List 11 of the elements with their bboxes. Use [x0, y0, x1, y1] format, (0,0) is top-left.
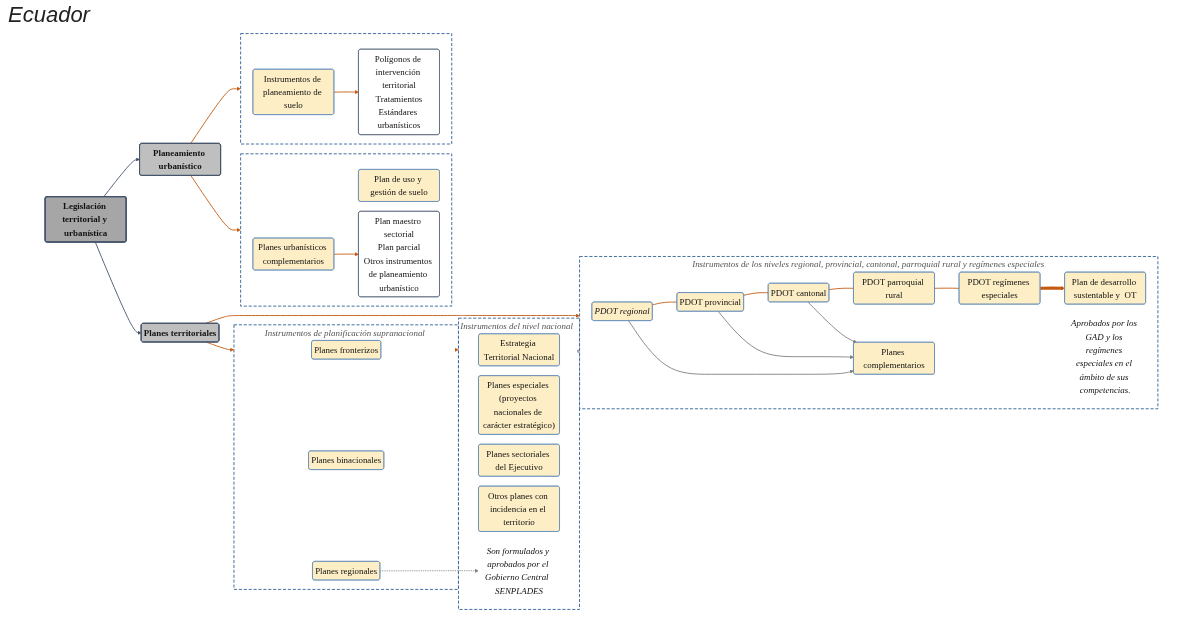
- connector: [934, 287, 960, 289]
- cluster: [240, 153, 453, 307]
- diagram-title: Ecuador: [8, 2, 92, 28]
- arrow: [454, 347, 459, 352]
- arrow: [1040, 286, 1065, 291]
- connector: [743, 292, 769, 296]
- node-text: Aprobados por los GAD y los regímenes especiales en el ámbito de sus competencias.: [1070, 318, 1137, 395]
- node-text: Son formulados y aprobados por el Gobierno Central SENPLADES: [484, 545, 550, 596]
- connector: [652, 301, 678, 306]
- connector: [828, 287, 855, 291]
- cluster: [240, 33, 453, 145]
